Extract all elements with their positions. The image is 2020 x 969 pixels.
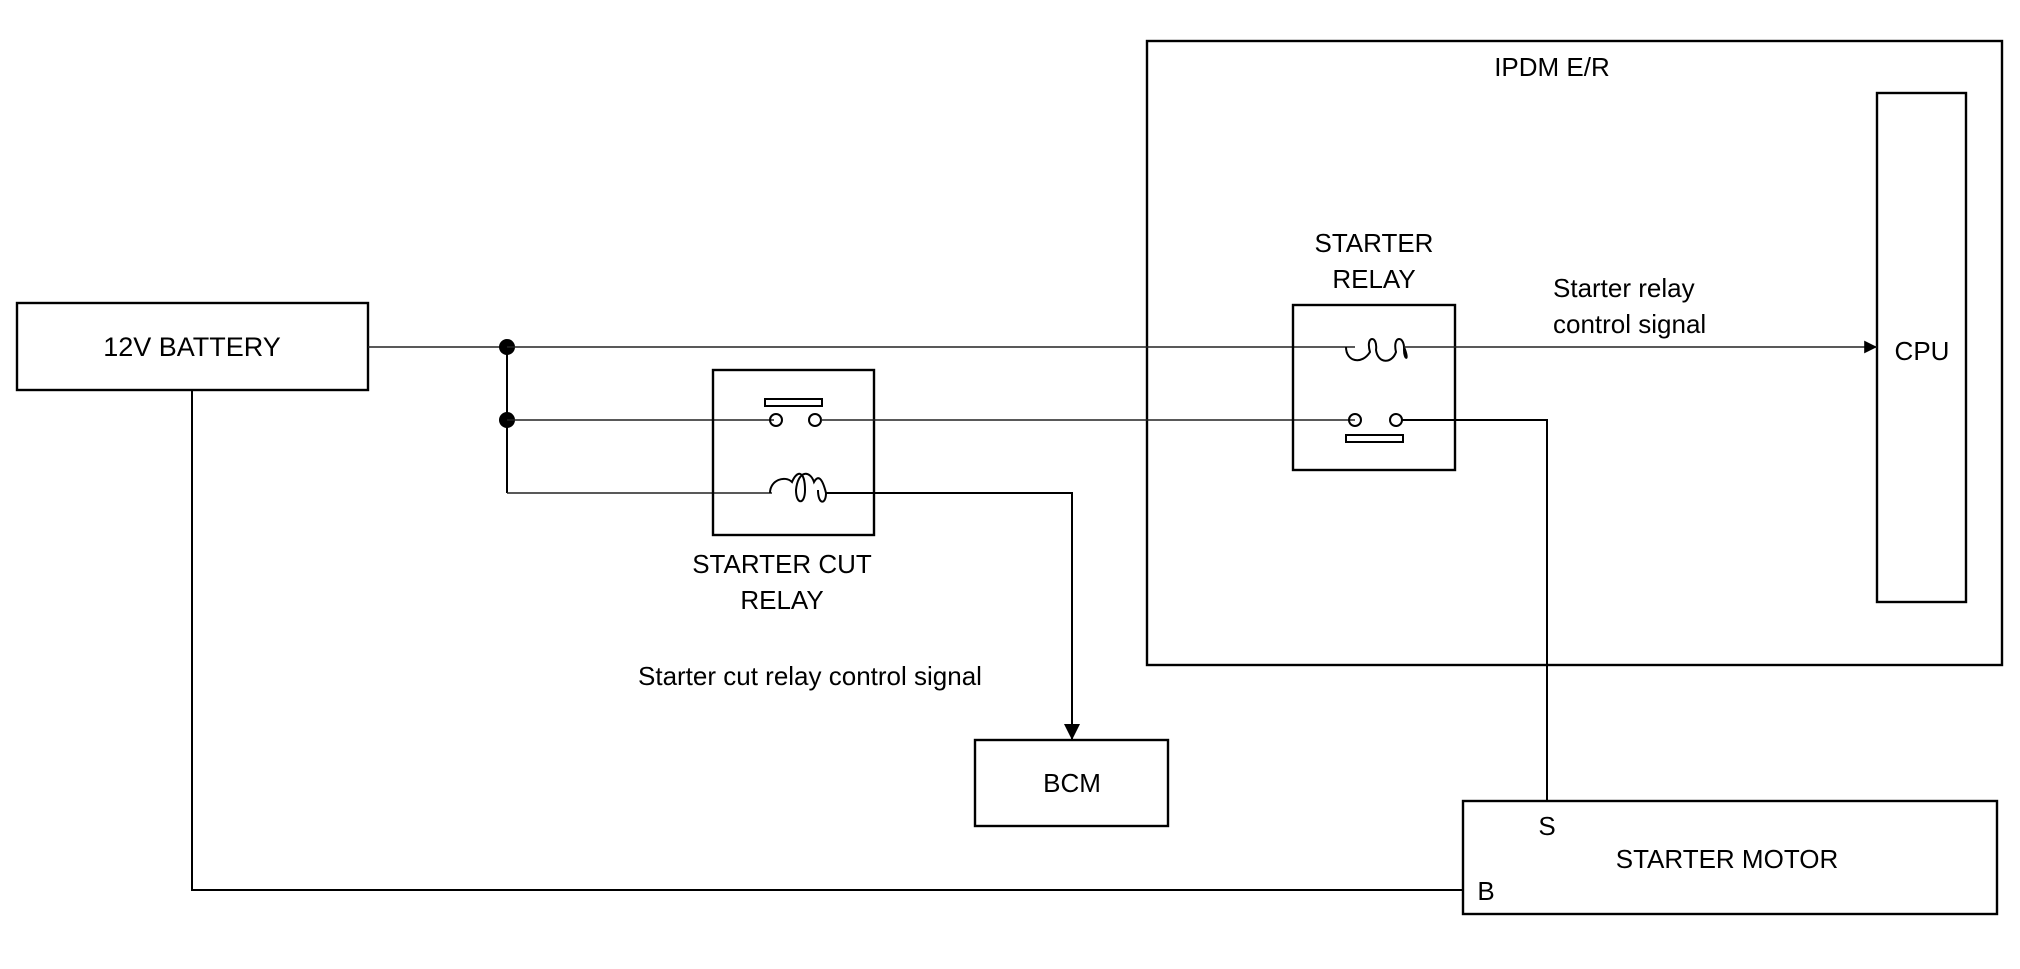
bcm-label: BCM <box>1043 768 1101 798</box>
wire-cut-relay-to-bcm <box>826 492 1080 740</box>
battery-wiring <box>191 339 1463 891</box>
starter-relay-box <box>1291 303 1457 472</box>
starter-cut-relay-box <box>711 368 876 537</box>
terminal-s-label: S <box>1538 811 1555 841</box>
battery-block: 12V BATTERY <box>15 301 370 392</box>
starter-relay-label-1: STARTER <box>1315 228 1434 258</box>
ipdm-block: IPDM E/R <box>1145 39 2004 667</box>
ipdm-label: IPDM E/R <box>1494 52 1610 82</box>
terminal-b-label: B <box>1477 876 1494 906</box>
cut-relay-contact-left <box>769 413 783 427</box>
starter-motor-label: STARTER MOTOR <box>1616 844 1838 874</box>
bcm-block: BCM <box>973 738 1170 828</box>
battery-label: 12V BATTERY <box>103 332 281 362</box>
cut-relay-contact-bar <box>764 398 823 407</box>
starter-relay-label-2: RELAY <box>1332 264 1415 294</box>
starter-relay: STARTER RELAY <box>1291 228 1457 472</box>
starter-cut-relay: STARTER CUT RELAY <box>692 368 876 615</box>
starter-motor-block: S B STARTER MOTOR <box>1461 799 1999 916</box>
starter-relay-contact-left <box>1348 413 1362 427</box>
starter-cut-relay-control-label: Starter cut relay control signal <box>638 661 982 691</box>
starter-cut-relay-label-2: RELAY <box>740 585 823 615</box>
cut-relay-coil <box>769 472 828 503</box>
starter-relay-contact-right <box>1389 413 1403 427</box>
cpu-block: CPU <box>1875 91 1968 604</box>
bcm-box <box>973 738 1170 828</box>
starter-motor-box <box>1461 799 1999 916</box>
starter-relay-control-label-1: Starter relay <box>1553 273 1695 303</box>
cpu-label: CPU <box>1895 336 1950 366</box>
starter-cut-relay-label-1: STARTER CUT <box>692 549 872 579</box>
starter-relay-contact-bar <box>1345 434 1404 443</box>
ipdm-box <box>1145 39 2004 667</box>
cut-relay-contact-right <box>808 413 822 427</box>
starter-relay-coil <box>1345 338 1408 362</box>
wire-battery-to-starter-b <box>191 390 1463 891</box>
starter-relay-control-label-2: control signal <box>1553 309 1706 339</box>
wire-starter-relay-to-starter-s <box>1402 419 1548 801</box>
